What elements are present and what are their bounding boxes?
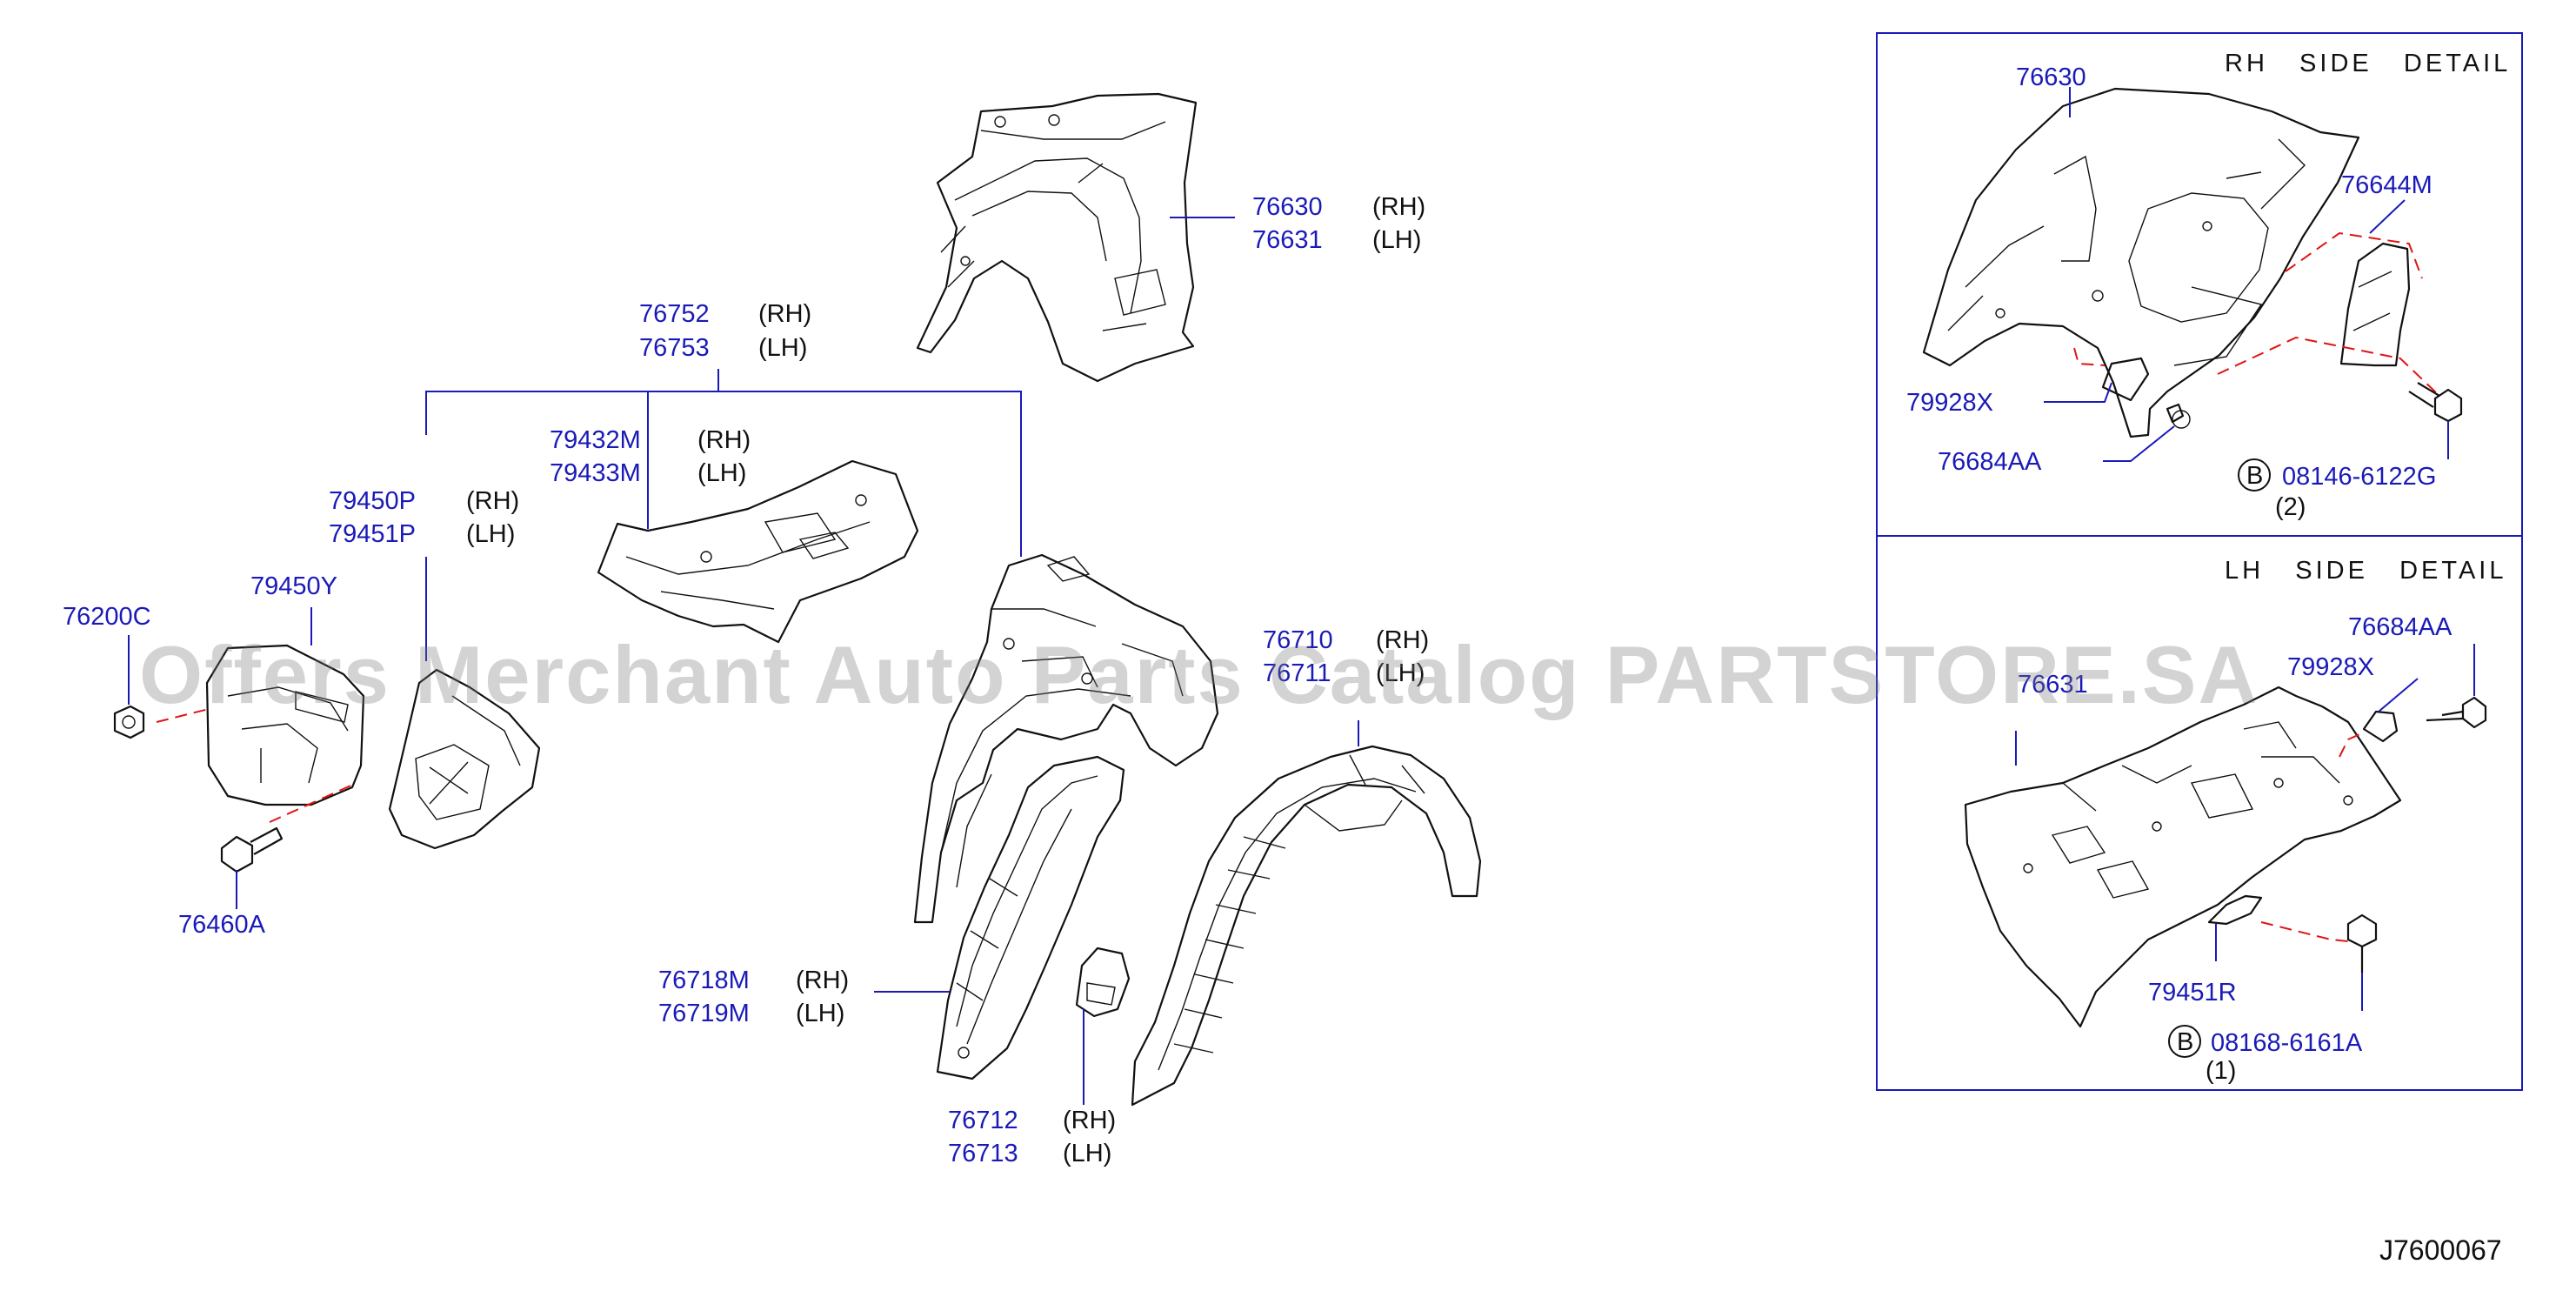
cover-79450y-drawing — [205, 607, 365, 806]
rh-dash-1 — [2285, 231, 2423, 279]
part-number: 79451P — [329, 520, 416, 548]
rh-label-76684aa: 76684AA — [1938, 448, 2042, 476]
extension-76718m-drawing — [874, 755, 1125, 1080]
bracket-79432m-drawing — [597, 459, 919, 644]
rh-bolt-marker: B — [2246, 462, 2263, 490]
label-79433m: 79433M (LH) — [550, 459, 746, 487]
part-number: 79450P — [329, 487, 416, 515]
part-number: 76631 — [1252, 226, 1323, 254]
rh-dash-2 — [2217, 336, 2440, 397]
bracket-79450p-drawing — [388, 557, 541, 850]
label-76631: 76631 (LH) — [1252, 226, 1421, 254]
lh-bolt-marker-circle — [2168, 1025, 2201, 1058]
lh-detail-panel-drawing — [1964, 686, 2402, 1028]
part-number: 76718M — [658, 967, 750, 994]
lh-detail-frame — [1876, 535, 2523, 1091]
label-76630: 76630 (RH) — [1252, 193, 1425, 221]
wheel-arch-76710-drawing — [913, 553, 1219, 924]
label-76713: 76713 (LH) — [948, 1140, 1111, 1167]
lh-label-79451r: 79451R — [2148, 979, 2237, 1007]
rh-detail-bracket-76644m-drawing — [2339, 199, 2411, 367]
label-76200c: 76200C — [63, 603, 151, 631]
lh-dash-2 — [2260, 921, 2349, 942]
lh-detail-clip-drawing — [2362, 678, 2419, 743]
label-76719m: 76719M (LH) — [658, 1000, 844, 1027]
fender-liner-76710-drawing — [1131, 720, 1482, 1107]
lh-detail-bracket-79451r-drawing — [2207, 894, 2263, 961]
part-number: 79433M — [550, 459, 641, 487]
side-marker: (RH) — [1063, 1107, 1116, 1134]
rh-detail-bolt-drawing — [2408, 382, 2463, 459]
diagram-id: J7600067 — [2379, 1234, 2502, 1266]
part-number: 76630 — [1252, 193, 1323, 221]
label-76753: 76753 (LH) — [639, 334, 807, 362]
part-number: 76713 — [948, 1140, 1018, 1167]
bolt-76460a-drawing — [220, 826, 284, 909]
part-number: 76710 — [1263, 626, 1333, 654]
side-marker: (LH) — [796, 1000, 844, 1027]
side-marker: (LH) — [1372, 226, 1421, 254]
nut-76200c-drawing — [113, 635, 145, 739]
part-number: 76753 — [639, 334, 710, 362]
lh-label-79928x: 79928X — [2287, 653, 2374, 681]
lh-bolt-qty: (1) — [2206, 1057, 2236, 1085]
lh-detail-title: LH SIDE DETAIL — [2225, 557, 2506, 585]
lh-detail-bolt-drawing — [2346, 913, 2378, 1011]
rh-label-76644m: 76644M — [2341, 171, 2433, 199]
bracket-76712-drawing — [1075, 947, 1131, 1105]
rh-detail-clip-79928x-drawing — [2044, 357, 2150, 403]
part-number: 76712 — [948, 1107, 1018, 1134]
rh-detail-panel-drawing — [1922, 87, 2360, 438]
label-79451p: 79451P (LH) — [329, 520, 515, 548]
label-79432m: 79432M (RH) — [550, 426, 751, 454]
side-marker: (LH) — [466, 520, 515, 548]
side-marker: (RH) — [758, 300, 811, 328]
side-marker: (RH) — [466, 487, 519, 515]
part-number: 79432M — [550, 426, 641, 454]
watermark: Offers Merchant Auto Parts Catalog PARTS… — [139, 629, 2259, 720]
side-marker: (LH) — [1376, 659, 1425, 687]
side-marker: (RH) — [796, 967, 849, 994]
label-76718m: 76718M (RH) — [658, 967, 849, 994]
side-marker: (RH) — [1372, 193, 1425, 221]
rh-bolt-marker-circle — [2238, 458, 2271, 492]
part-number: 76711 — [1263, 659, 1331, 687]
rh-bolt-qty: (2) — [2275, 493, 2306, 521]
rh-label-bolt: 08146-6122G — [2282, 463, 2436, 491]
side-marker: (LH) — [758, 334, 807, 362]
lh-bolt-marker: B — [2177, 1028, 2193, 1056]
side-marker: (LH) — [697, 459, 746, 487]
lh-label-76631: 76631 — [2018, 671, 2088, 699]
dash-76460a — [269, 782, 357, 823]
label-79450y: 79450Y — [250, 572, 337, 600]
label-76710: 76710 (RH) — [1263, 626, 1429, 654]
label-79450p: 79450P (RH) — [329, 487, 519, 515]
part-number: 76752 — [639, 300, 710, 328]
dash-76200c — [156, 708, 210, 723]
lh-dash-1 — [2339, 732, 2365, 758]
side-marker: (RH) — [697, 426, 751, 454]
group-bracket — [425, 369, 1022, 557]
side-marker: (LH) — [1063, 1140, 1111, 1167]
part-number: 76719M — [658, 1000, 750, 1027]
lh-label-76684aa: 76684AA — [2348, 613, 2453, 641]
label-76712: 76712 (RH) — [948, 1107, 1116, 1134]
label-76460a: 76460A — [178, 911, 266, 939]
rh-label-79928x: 79928X — [1906, 389, 1993, 417]
label-76711: 76711 (LH) — [1263, 659, 1425, 687]
lh-detail-pin-drawing — [2426, 644, 2487, 729]
label-76752: 76752 (RH) — [639, 300, 811, 328]
rh-detail-pin-76684aa-drawing — [2103, 403, 2191, 462]
inner-wheelhouse-panel-drawing — [916, 92, 1235, 383]
rh-label-76630: 76630 — [2016, 64, 2086, 91]
lh-label-bolt: 08168-6161A — [2211, 1029, 2363, 1057]
rh-detail-title: RH SIDE DETAIL — [2225, 50, 2511, 77]
rh-dash-3 — [2073, 347, 2106, 366]
side-marker: (RH) — [1376, 626, 1429, 654]
